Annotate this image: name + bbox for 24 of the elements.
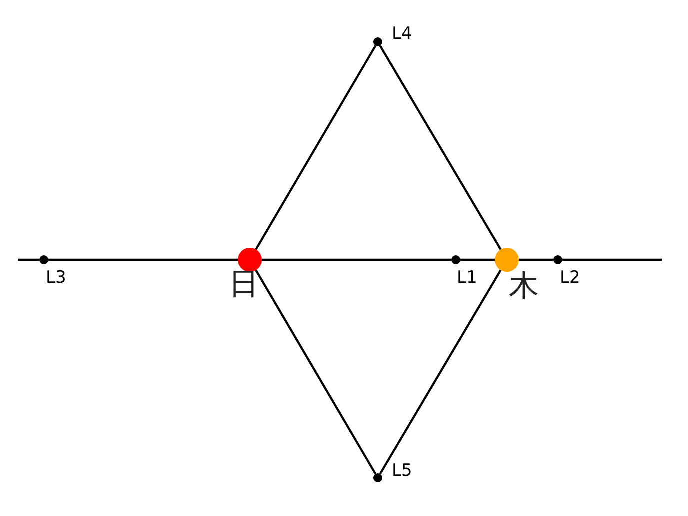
point-label: 木 (509, 272, 539, 302)
point-label: L3 (46, 270, 66, 287)
point-dot (238, 248, 262, 272)
point-dot (495, 248, 519, 272)
line-segment (519, 258, 554, 262)
line-segment (18, 258, 40, 262)
point-dot (40, 256, 48, 264)
line-segment (562, 258, 662, 262)
point-label: L4 (392, 26, 412, 43)
point-dot (452, 256, 460, 264)
point-dot (374, 474, 382, 482)
line-segment (379, 270, 502, 475)
line-segment (255, 270, 377, 475)
point-label: L5 (392, 463, 412, 480)
line-segment (460, 258, 495, 262)
line-segment (48, 258, 238, 262)
line-segment (262, 258, 452, 262)
line-segment (255, 45, 377, 250)
point-label: 日 (229, 270, 259, 300)
point-label: L1 (457, 270, 478, 287)
point-dot (374, 38, 382, 46)
point-label: L2 (560, 270, 580, 287)
point-dot (554, 256, 562, 264)
line-segment (379, 45, 502, 250)
